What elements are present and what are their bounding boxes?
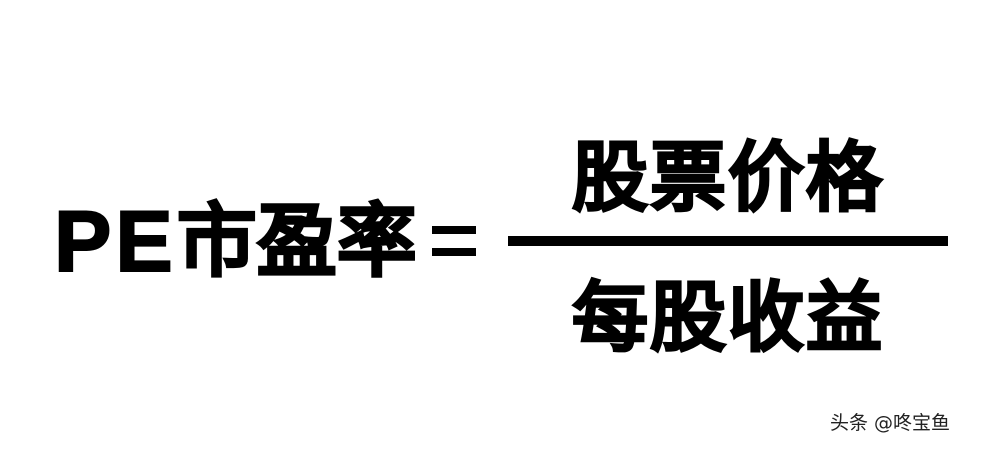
fraction-denominator: 每股收益 [571,273,884,362]
equals-bar-top [432,226,476,234]
pe-label: PE [53,194,177,290]
fraction-bar [508,236,948,246]
equals-sign [432,226,476,256]
watermark: 头条 @咚宝鱼 [830,412,951,434]
formula-lhs: PE 市盈率 [53,194,418,290]
equals-bar-bottom [432,248,476,256]
fraction-numerator: 股票价格 [571,133,884,222]
pe-ratio-label: 市盈率 [176,195,418,289]
